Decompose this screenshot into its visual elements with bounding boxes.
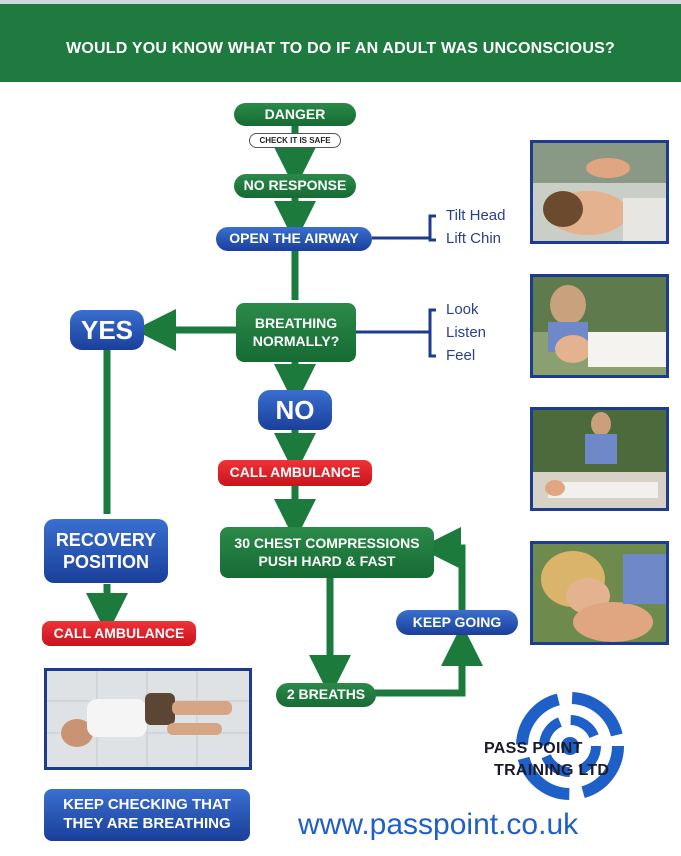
logo-line2: TRAINING LTD: [494, 762, 610, 779]
open-airway-box: OPEN THE AIRWAY: [216, 227, 372, 251]
recovery-line1: RECOVERY: [55, 529, 157, 550]
check-safe-label: CHECK IT IS SAFE: [249, 133, 341, 148]
chest-compressions-box: 30 CHEST COMPRESSIONS PUSH HARD & FAST: [220, 527, 434, 578]
compressions-illustration: [533, 410, 666, 508]
no-box: NO: [258, 390, 332, 430]
two-breaths-box: 2 BREATHS: [276, 683, 376, 707]
header-banner: WOULD YOU KNOW WHAT TO DO IF AN ADULT WA…: [0, 0, 681, 82]
breathing-check-feel: Feel: [446, 347, 476, 364]
call-ambulance-box: CALL AMBULANCE: [218, 460, 372, 486]
website-link[interactable]: www.passpoint.co.uk: [298, 808, 579, 841]
keep-checking-line1: KEEP CHECKING THAT: [63, 796, 231, 814]
photo-rescue-breaths: [530, 541, 669, 645]
breathing-bracket: [428, 308, 436, 358]
page-title: WOULD YOU KNOW WHAT TO DO IF AN ADULT WA…: [66, 40, 615, 57]
recovery-position-box: RECOVERY POSITION: [44, 519, 168, 583]
no-response-box: NO RESPONSE: [234, 174, 356, 198]
airway-bracket: [428, 214, 436, 242]
keep-going-box: KEEP GOING: [396, 610, 518, 635]
keep-checking-box: KEEP CHECKING THAT THEY ARE BREATHING: [44, 789, 250, 841]
recovery-position-illustration: [47, 671, 249, 767]
breathing-check-look: Look: [446, 301, 479, 318]
recovery-line2: POSITION: [62, 552, 149, 572]
danger-box: DANGER: [234, 103, 356, 126]
call-ambulance-left-box: CALL AMBULANCE: [42, 621, 196, 646]
look-listen-illustration: [533, 277, 666, 375]
logo-line1: PASS POINT: [484, 740, 583, 757]
connector-keepgoing-compressions: [419, 527, 466, 610]
photo-look-listen-feel: [530, 274, 669, 378]
photo-recovery-position: [44, 668, 252, 770]
breathing-line1: BREATHING: [254, 315, 338, 331]
breathing-check-listen: Listen: [446, 324, 487, 341]
connector-breaths-keepgoing: [375, 624, 483, 697]
compressions-line1: 30 CHEST COMPRESSIONS: [234, 535, 420, 551]
tilt-head-illustration: [533, 143, 666, 241]
photo-chest-compressions: [530, 407, 669, 511]
airway-step-tilt: Tilt Head: [446, 207, 506, 224]
airway-step-lift: Lift Chin: [446, 230, 502, 247]
photo-tilt-head: [530, 140, 669, 244]
compressions-line2: PUSH HARD & FAST: [258, 552, 396, 569]
rescue-breaths-illustration: [533, 544, 666, 642]
breathing-normally-box: BREATHING NORMALLY?: [236, 303, 356, 362]
keep-checking-line2: THEY ARE BREATHING: [63, 815, 231, 832]
pass-point-logo-mark: [516, 692, 624, 800]
yes-box: YES: [70, 310, 144, 350]
breathing-line2: NORMALLY?: [252, 332, 340, 349]
